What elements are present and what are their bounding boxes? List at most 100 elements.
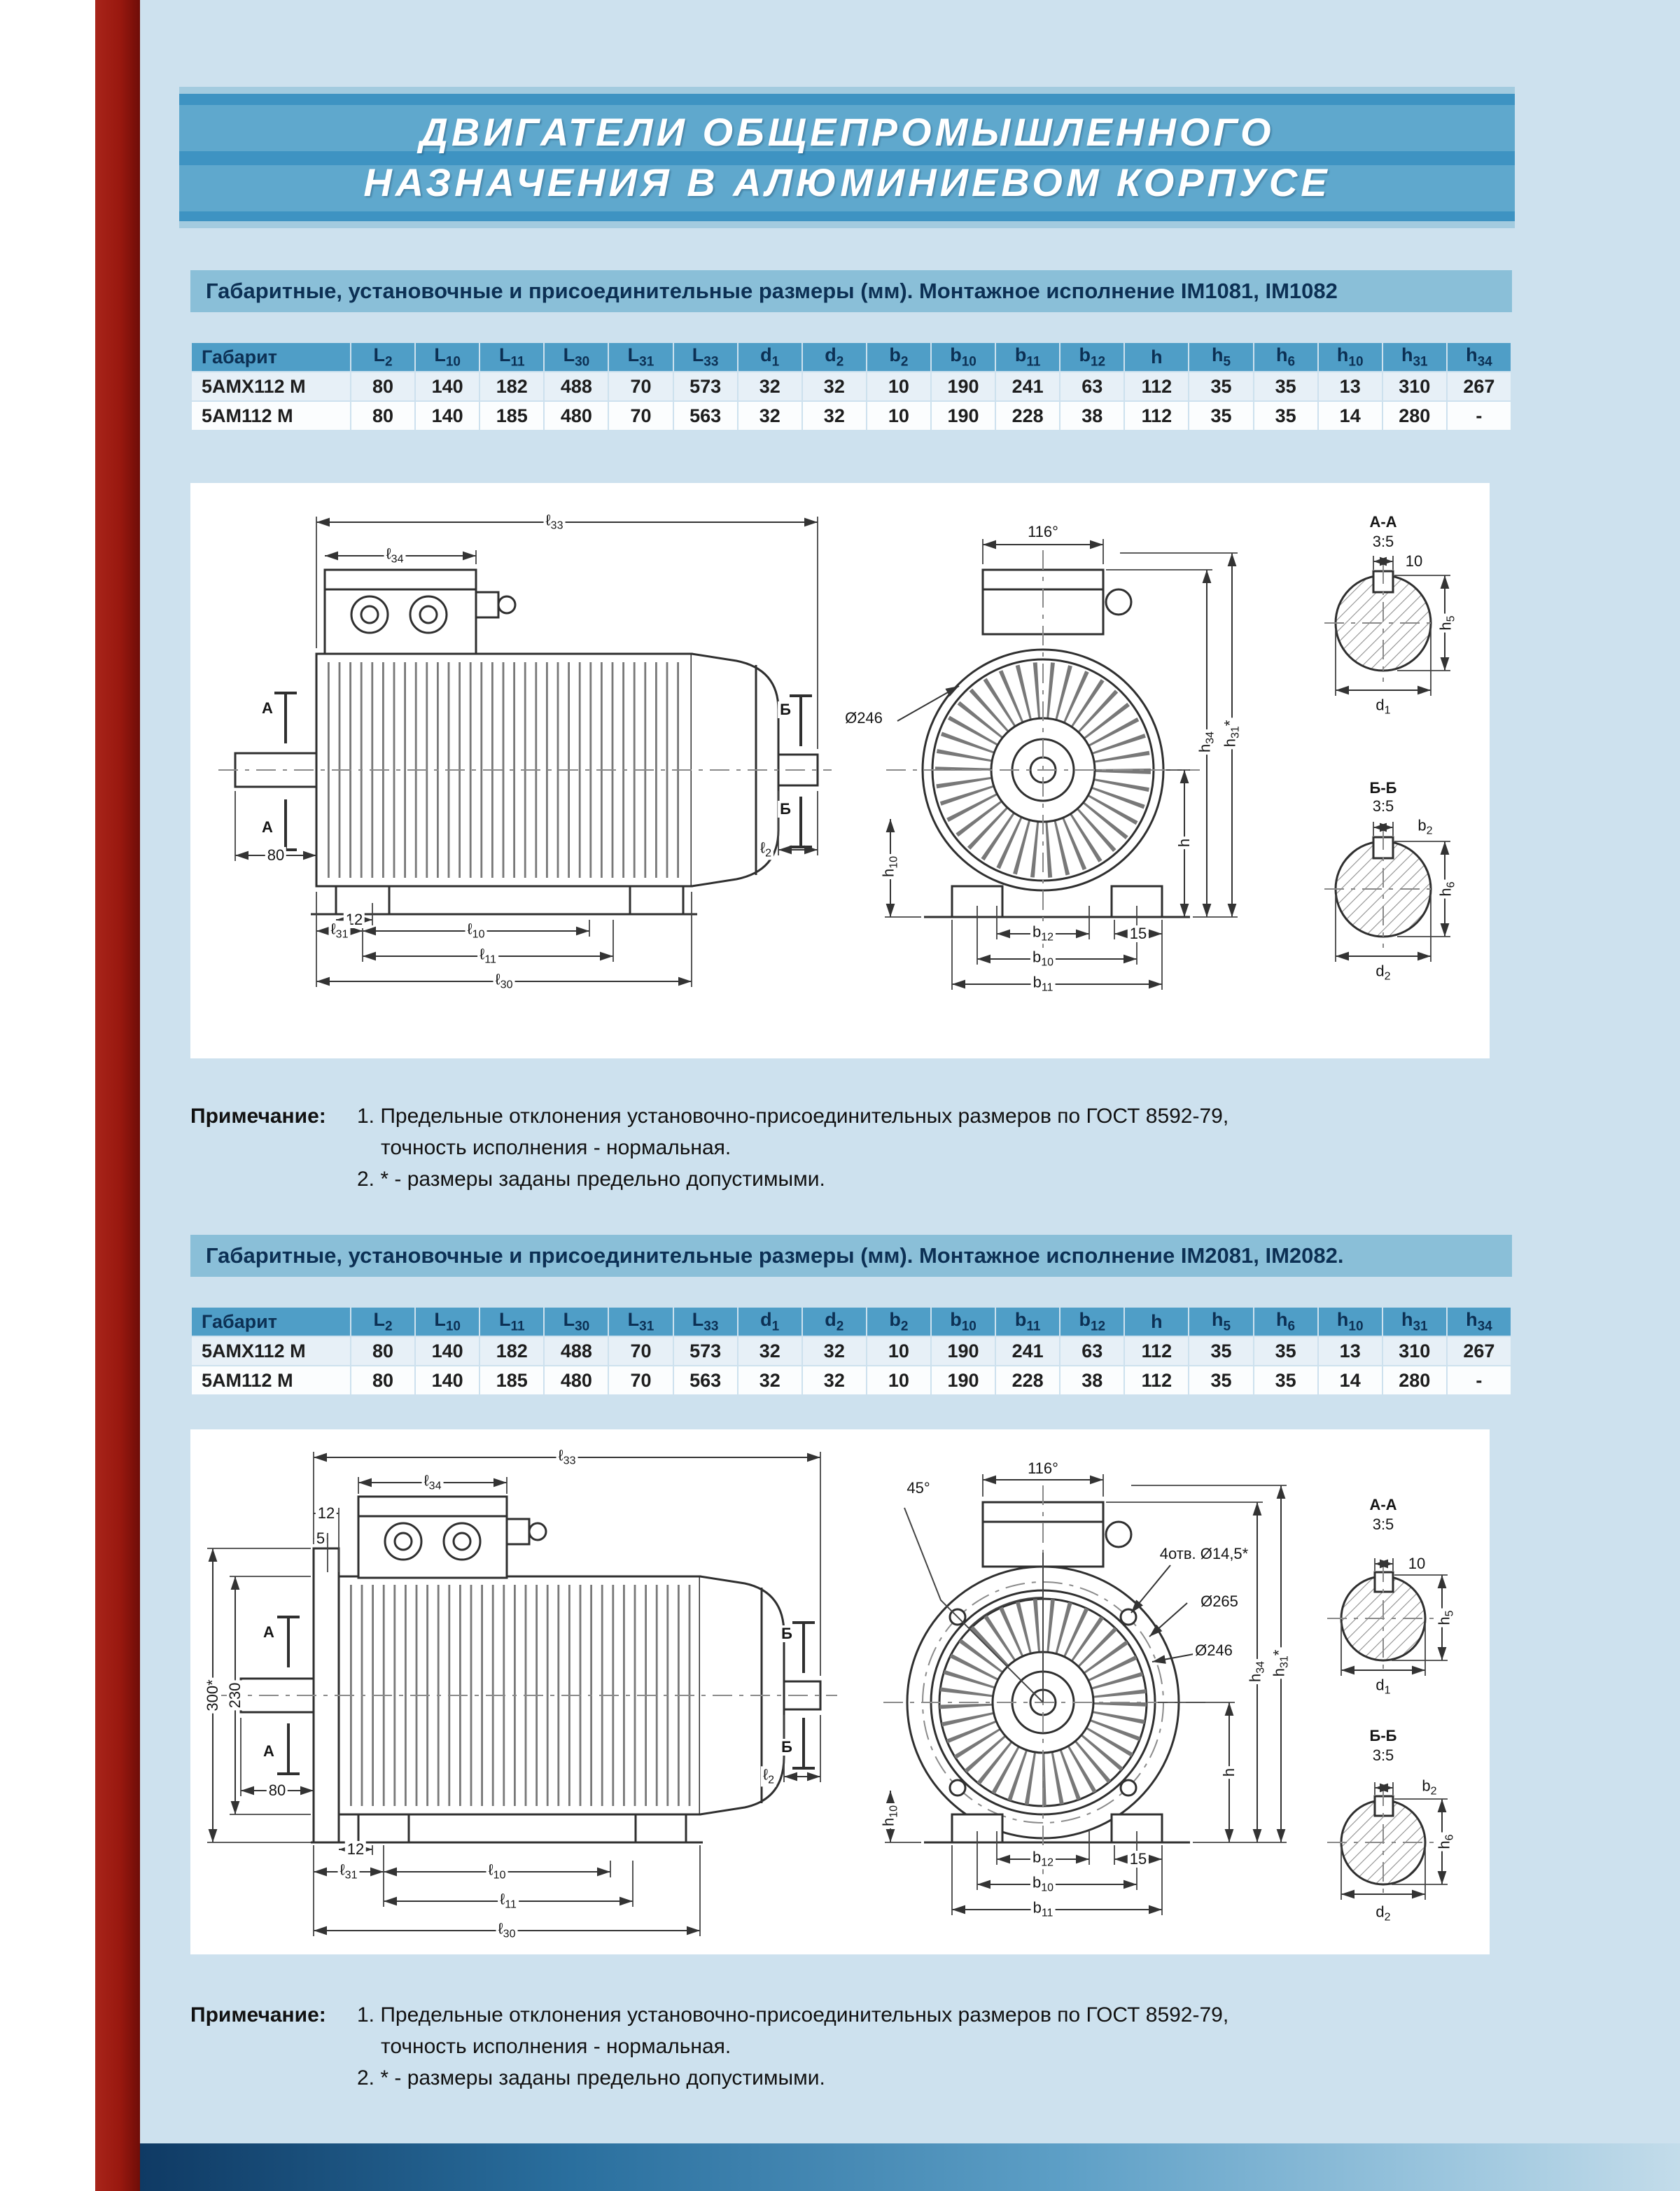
table-cell: 112 — [1124, 1336, 1190, 1366]
dim-label-section-b-top: Б — [779, 1625, 794, 1642]
table-cell: 182 — [479, 1336, 545, 1366]
column-header: h6 — [1252, 1306, 1319, 1337]
dim-label-section-a-top: А — [261, 1624, 276, 1641]
table-cell: 63 — [1059, 371, 1126, 402]
table-cell: 80 — [349, 1365, 416, 1396]
note-block-1: Примечание: 1. Предельные отклонения уст… — [190, 1100, 1228, 1195]
table-cell: 32 — [801, 371, 867, 402]
dim-label-d2: d2 — [1373, 1903, 1393, 1924]
table-cell: 38 — [1059, 1365, 1126, 1396]
table-cell: 190 — [930, 1336, 997, 1366]
dim-label-dia-246: Ø246 — [843, 710, 885, 727]
table-cell: 32 — [736, 1336, 803, 1366]
dim-label-h10: h10 — [879, 853, 901, 880]
table-cell: 32 — [801, 1365, 867, 1396]
dim-label-dim-80: 80 — [266, 1782, 288, 1799]
dim-label-h31: h31* — [1270, 1647, 1292, 1679]
dim-label-dim-230: 230 — [226, 1680, 244, 1711]
dim-label-section-b-top: Б — [778, 701, 793, 718]
note-line-2: точность исполнения - нормальная. — [381, 2035, 732, 2058]
table-cell: 488 — [543, 371, 610, 402]
table-cell: 35 — [1252, 400, 1319, 431]
dim-label-dim-80: 80 — [265, 847, 287, 864]
dim-label-view-bb: Б-Б — [1367, 1728, 1399, 1744]
table-cell: 185 — [479, 1365, 545, 1396]
column-header: L2 — [349, 342, 416, 372]
table-cell: 190 — [930, 371, 997, 402]
column-header: L33 — [672, 342, 738, 372]
table-cell: 190 — [930, 400, 997, 431]
table-cell: 112 — [1124, 1365, 1190, 1396]
table-cell: 80 — [349, 1336, 416, 1366]
table-cell: 63 — [1059, 1336, 1126, 1366]
table-cell: 32 — [736, 400, 803, 431]
note-line-1: 1. Предельные отклонения установочно-при… — [357, 1105, 1229, 1128]
table-cell: 140 — [414, 1336, 481, 1366]
row-name: 5АМ112 М — [190, 1365, 351, 1396]
table-cell: 112 — [1124, 371, 1190, 402]
dim-label-view-bb: Б-Б — [1367, 780, 1399, 797]
table-cell: 563 — [672, 400, 738, 431]
dim-label-l11: ℓ11 — [477, 946, 498, 967]
column-header: h10 — [1317, 342, 1383, 372]
table-cell: - — [1446, 1365, 1513, 1396]
table-cell: 310 — [1381, 1336, 1448, 1366]
table-cell: 573 — [672, 1336, 738, 1366]
dim-label-h10: h10 — [879, 1802, 901, 1829]
column-header: h6 — [1252, 342, 1319, 372]
note-line-2: точность исполнения - нормальная. — [381, 1136, 732, 1159]
table-cell: 35 — [1188, 371, 1254, 402]
dim-label-b12: b12 — [1030, 1849, 1056, 1870]
table-cell: 80 — [349, 400, 416, 431]
table-cell: 112 — [1124, 400, 1190, 431]
table-cell: 32 — [801, 1336, 867, 1366]
dim-label-h5: h5 — [1436, 613, 1458, 633]
dim-label-dim-5: 5 — [314, 1530, 328, 1547]
table-cell: 480 — [543, 400, 610, 431]
table-cell: 70 — [608, 371, 674, 402]
table-cell: 140 — [414, 371, 481, 402]
table-cell: 228 — [995, 400, 1061, 431]
column-header: h31 — [1381, 342, 1448, 372]
column-header: L31 — [608, 342, 674, 372]
table-cell: 32 — [736, 371, 803, 402]
column-header: L31 — [608, 1306, 674, 1337]
dim-label-l11: ℓ11 — [498, 1891, 519, 1912]
table-cell: 228 — [995, 1365, 1061, 1396]
column-header-gabarit: Габарит — [190, 342, 351, 372]
dim-label-view-aa-scale: 3:5 — [1370, 1516, 1396, 1533]
column-header: L10 — [414, 1306, 481, 1337]
dim-label-l31: ℓ31 — [328, 920, 351, 941]
column-header: h10 — [1317, 1306, 1383, 1337]
dim-label-dia-246: Ø246 — [1193, 1642, 1235, 1659]
dim-label-l10: ℓ10 — [465, 920, 487, 941]
note-lines: 1. Предельные отклонения установочно-при… — [357, 1999, 1228, 2094]
dim-label-b2: b2 — [1415, 817, 1435, 838]
dim-label-l34: ℓ34 — [384, 545, 406, 566]
table-cell: 182 — [479, 371, 545, 402]
note-label: Примечание: — [190, 1105, 326, 1128]
table-cell: 10 — [865, 1365, 932, 1396]
table-cell: 38 — [1059, 400, 1126, 431]
table-cell: 32 — [736, 1365, 803, 1396]
section2-title-bar: Габаритные, установочные и присоединител… — [190, 1235, 1512, 1277]
dim-label-l34: ℓ34 — [421, 1472, 444, 1493]
dim-label-l33: ℓ33 — [556, 1447, 578, 1468]
page-header: ДВИГАТЕЛИ ОБЩЕПРОМЫШЛЕННОГО НАЗНАЧЕНИЯ В… — [179, 87, 1515, 228]
dim-label-section-b-bottom: Б — [778, 801, 793, 818]
left-accent-strip — [95, 0, 140, 2191]
note-line-3: 2. * - размеры заданы предельно допустим… — [357, 1168, 825, 1191]
table-cell: 35 — [1252, 1365, 1319, 1396]
note-label: Примечание: — [190, 2003, 326, 2026]
column-header: L11 — [479, 342, 545, 372]
table-cell: 241 — [995, 1336, 1061, 1366]
